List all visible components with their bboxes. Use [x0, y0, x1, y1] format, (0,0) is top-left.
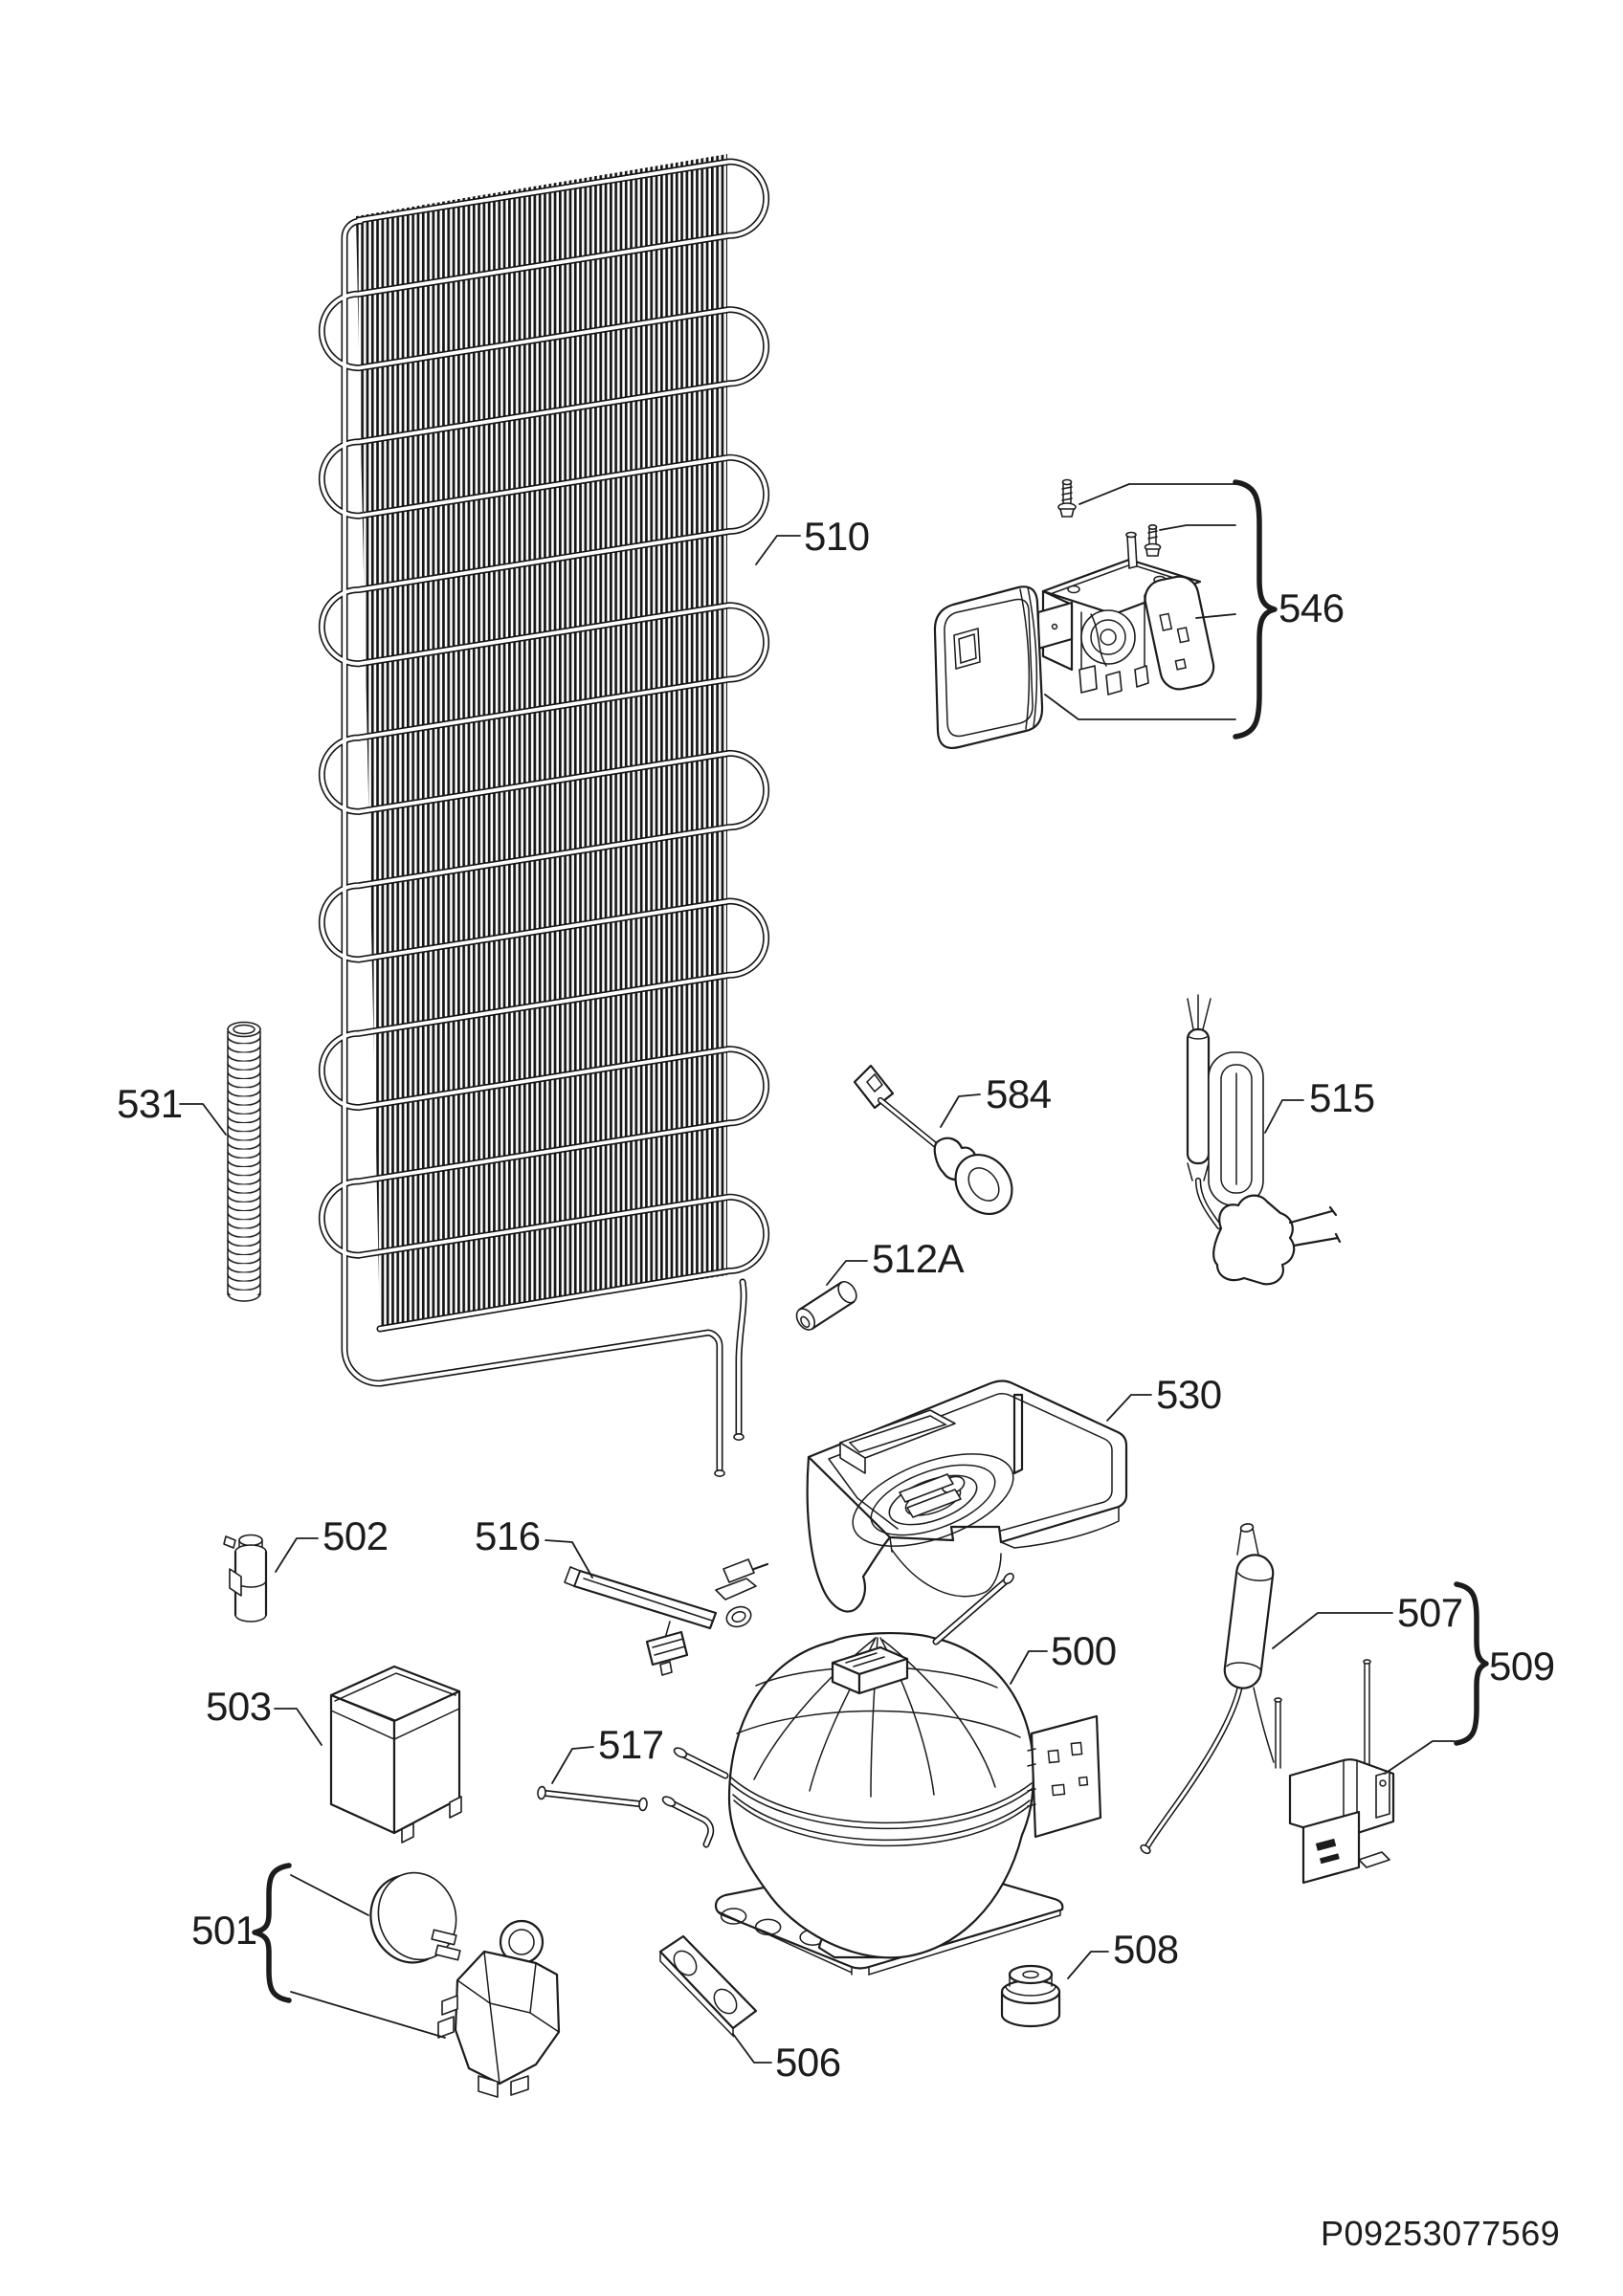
leader-509 [1384, 1740, 1456, 1775]
leader-501-lower [290, 1991, 446, 2039]
part-label-501: 501 [191, 1908, 257, 1953]
screw-icon [1144, 523, 1162, 557]
leader-517 [551, 1746, 594, 1784]
part-530-evaporation-tray [806, 1380, 1128, 1613]
part-label-510: 510 [804, 514, 870, 559]
pipe-end [733, 1433, 745, 1442]
part-510-condenser-coil [322, 154, 766, 1478]
part-label-531: 531 [117, 1081, 183, 1126]
leader-516 [545, 1539, 593, 1578]
leader-546-cover [1044, 694, 1236, 720]
part-506-plate [658, 1934, 758, 2038]
leader-501-upper [290, 1874, 369, 1916]
part-502 [223, 1534, 268, 1623]
leader-584 [940, 1093, 981, 1128]
part-label-515: 515 [1309, 1075, 1375, 1120]
leader-506 [732, 2033, 772, 2064]
part-label-516: 516 [475, 1513, 541, 1558]
leader-546-body [1195, 613, 1236, 619]
screw-icon [1057, 478, 1077, 518]
brace-546 [1233, 479, 1278, 740]
leader-531 [179, 1103, 227, 1136]
part-503-cover-box [329, 1665, 462, 1843]
part-label-530: 530 [1156, 1372, 1222, 1417]
leader-515 [1264, 1099, 1304, 1134]
leader-508 [1067, 1951, 1109, 1979]
pipe-end [714, 1469, 725, 1478]
part-label-506: 506 [775, 2040, 841, 2085]
start-relay-body [1036, 531, 1215, 695]
part-label-584: 584 [986, 1071, 1052, 1116]
part-512A-sleeve [795, 1280, 857, 1331]
leader-507 [1272, 1612, 1393, 1649]
part-531-corrugated-hose [227, 1021, 261, 1302]
part-label-507: 507 [1397, 1590, 1463, 1635]
part-label-500: 500 [1051, 1628, 1117, 1673]
part-500-compressor [661, 1572, 1102, 1976]
part-584-tool [853, 1064, 1013, 1215]
leader-503 [274, 1708, 322, 1746]
brace-509 [1454, 1581, 1489, 1746]
leader-530 [1106, 1394, 1152, 1422]
part-label-502: 502 [322, 1513, 389, 1558]
start-relay-cover [933, 585, 1044, 749]
part-501-overload-protector [369, 1871, 461, 1964]
part-label-517: 517 [598, 1722, 664, 1767]
part-501-start-relay [437, 1919, 561, 2098]
leader-546-screw1 [1078, 483, 1236, 505]
part-509-valve-assembly [1274, 1659, 1395, 1885]
document-code: P09253077569 [1321, 2214, 1560, 2253]
part-label-503: 503 [206, 1684, 272, 1729]
part-label-512A: 512A [872, 1236, 965, 1281]
leader-500 [1010, 1650, 1048, 1685]
part-508-grommet [1000, 1964, 1061, 2028]
brace-501 [252, 1863, 292, 2003]
leader-510 [755, 535, 801, 565]
part-546-starting-device [933, 478, 1215, 749]
part-515-defrost-heater [1186, 994, 1342, 1286]
leader-502 [275, 1537, 319, 1573]
part-label-509: 509 [1489, 1644, 1555, 1689]
leader-512A [826, 1260, 868, 1286]
part-517-tube [537, 1785, 648, 1812]
part-516-bracket [564, 1558, 769, 1676]
part-507-filter-drier [1140, 1523, 1275, 1855]
part-label-508: 508 [1113, 1927, 1179, 1972]
leader-546-screw2 [1159, 524, 1236, 531]
part-label-546: 546 [1278, 585, 1345, 630]
